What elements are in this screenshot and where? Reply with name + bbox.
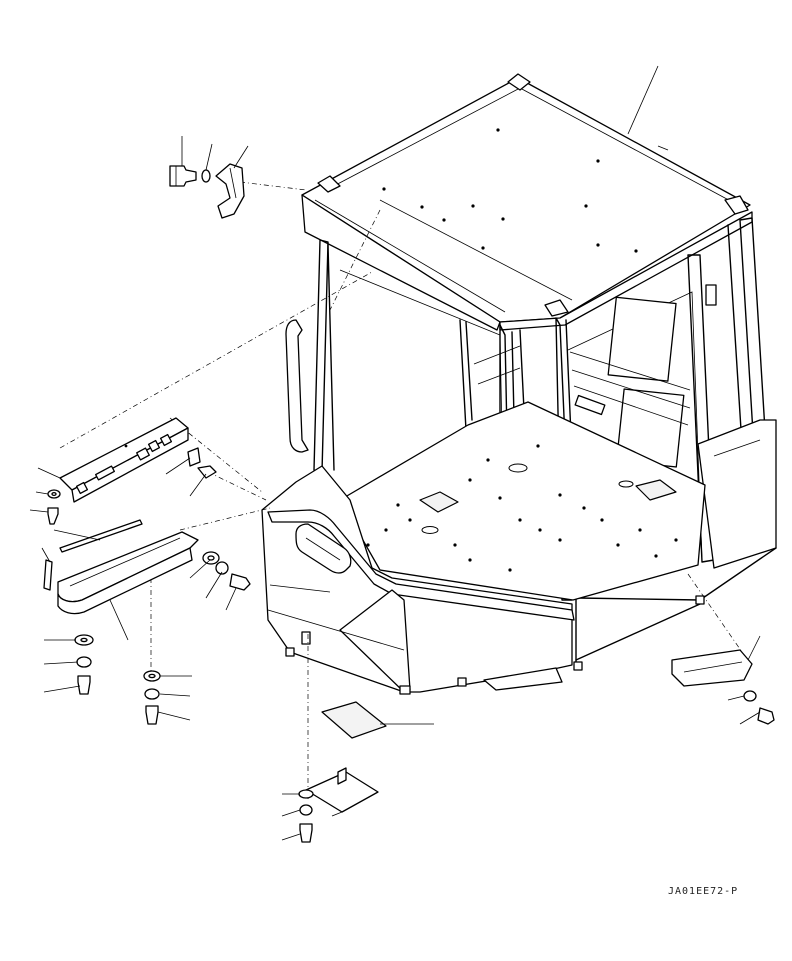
front-lower-panel bbox=[261, 465, 705, 695]
cab-floor bbox=[339, 401, 706, 601]
roof-bracket-assembly bbox=[169, 163, 245, 219]
drawing-code-label: JA01EE72-P bbox=[668, 886, 739, 897]
leader-lines bbox=[29, 65, 761, 841]
cab-roof bbox=[301, 73, 753, 331]
left-parts bbox=[43, 417, 251, 725]
projection-lines bbox=[59, 181, 743, 800]
bottom-plates bbox=[298, 701, 387, 843]
right-cover-assembly bbox=[671, 649, 775, 725]
